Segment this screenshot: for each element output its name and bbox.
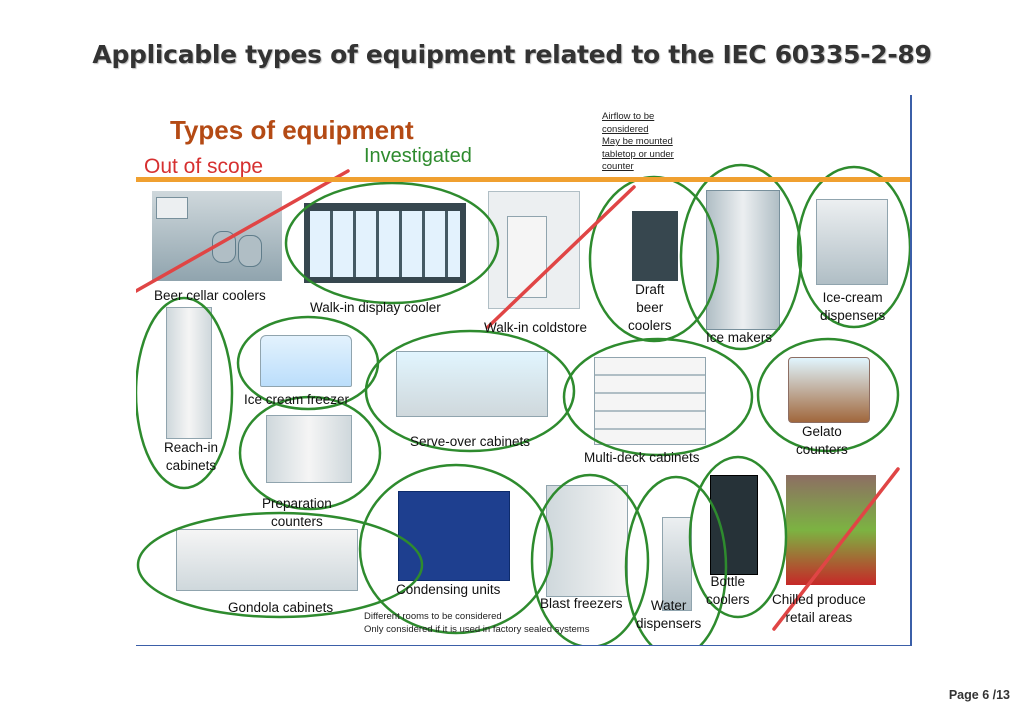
label-chilled-produce: Chilled produce retail areas [772, 592, 866, 625]
circle-prep [238, 395, 382, 511]
draft-beer-photo [632, 211, 678, 281]
chilled-produce-photo [786, 475, 876, 585]
ice-cream-dispenser-photo [816, 199, 888, 285]
label-gondola: Gondola cabinets [228, 600, 334, 615]
label-condensing: Condensing units [396, 582, 501, 597]
label-ice-cream-freezer: Ice cream freezer [244, 392, 350, 407]
label-gelato: Gelato counters [796, 424, 848, 457]
circle-serve-over [364, 329, 576, 453]
circle-ice-makers [679, 163, 803, 351]
strike-walk-in-coldstore [486, 185, 636, 329]
strike-beer-cellar [136, 169, 350, 293]
label-multi-deck: Multi-deck cabinets [584, 450, 700, 465]
circle-water [624, 475, 728, 645]
circle-gondola [136, 511, 424, 619]
strike-chilled-produce [772, 467, 900, 631]
page-title: Applicable types of equipment related to… [92, 40, 932, 69]
out-of-scope-label: Out of scope [144, 155, 264, 178]
label-walk-in-display: Walk-in display cooler [310, 300, 441, 315]
gondola-photo [176, 529, 358, 591]
ice-cream-freezer-photo [260, 335, 352, 387]
walk-in-display-photo [304, 203, 466, 283]
circle-blast [530, 473, 650, 645]
label-blast: Blast freezers [540, 596, 623, 611]
walk-in-coldstore-photo [488, 191, 580, 309]
circle-gelato [756, 337, 900, 453]
header-divider [136, 177, 910, 182]
label-ice-cream-dispensers: Ice-cream dispensers [820, 290, 886, 323]
circle-walk-in-display [284, 181, 500, 305]
condensing-unit-photo [398, 491, 510, 581]
circle-reach-in [136, 296, 234, 490]
serve-over-photo [396, 351, 548, 417]
gelato-photo [788, 357, 870, 423]
label-ice-makers: Ice makers [706, 330, 773, 345]
multi-deck-photo [594, 357, 706, 445]
investigated-label: Investigated [364, 145, 472, 167]
annotation-overlay [136, 163, 910, 645]
label-serve-over: Serve-over cabinets [410, 434, 531, 449]
reach-in-photo [166, 307, 212, 439]
slide-title: Types of equipment [170, 115, 414, 145]
circle-ice-cream-dispensers [796, 165, 910, 329]
circle-bottle [688, 455, 788, 619]
beer-cellar-photo [152, 191, 282, 281]
label-beer-cellar: Beer cellar coolers [154, 288, 266, 303]
label-walk-in-coldstore: Walk-in coldstore [484, 320, 588, 335]
circle-condensing [358, 463, 554, 635]
label-water: Water dispensers [636, 598, 702, 631]
note-factory-sealed: Different rooms to be considered Only co… [364, 611, 590, 635]
circle-multi-deck [562, 337, 754, 457]
page-number: Page 6 /13 [948, 688, 1010, 702]
prep-counter-photo [266, 415, 352, 483]
slide-image: Types of equipment Out of scope Investig… [136, 95, 912, 646]
bottle-cooler-photo [710, 475, 758, 575]
label-draft-beer: Draft beer coolers [628, 282, 672, 333]
label-preparation: Preparation counters [262, 496, 332, 529]
note-airflow: Airflow to be considered May be mounted … [602, 111, 674, 172]
label-reach-in: Reach-in cabinets [164, 440, 219, 473]
label-bottle: Bottle coolers [706, 574, 750, 607]
